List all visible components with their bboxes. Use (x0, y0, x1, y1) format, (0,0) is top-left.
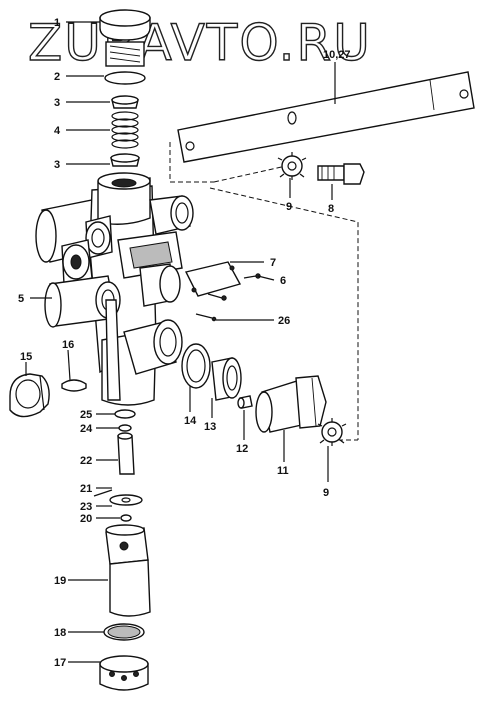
part-23-washer (109, 494, 143, 506)
label-26: 26 (278, 315, 290, 327)
part-5-valve-body (35, 172, 194, 406)
part-20-ring (120, 514, 132, 522)
label-6: 6 (280, 275, 286, 287)
label-20: 20 (80, 513, 92, 525)
part-12-plunger (237, 395, 253, 409)
part-6-screws (207, 273, 261, 301)
leader-16 (67, 349, 71, 381)
part-4-spring (111, 111, 139, 149)
label-12: 12 (236, 443, 248, 455)
label-25: 25 (80, 409, 92, 421)
watermark-text: ZURAVTO.RU (28, 14, 372, 72)
part-1-plug (99, 9, 151, 67)
label-8: 8 (328, 203, 334, 215)
part-25-ring (114, 409, 136, 419)
label-9a: 9 (286, 201, 292, 213)
part-17-end-cap (99, 655, 149, 691)
part-3-spring-seat-lower (110, 153, 140, 167)
part-13-sleeve (211, 357, 242, 401)
label-21: 21 (80, 483, 92, 495)
label-3a: 3 (54, 97, 60, 109)
leader-6 (257, 275, 275, 281)
part-3-spring-seat-upper (111, 95, 139, 109)
part-9-lock-washer-upper (277, 152, 307, 180)
label-16: 16 (62, 339, 74, 351)
label-9b: 9 (323, 487, 329, 499)
label-5: 5 (18, 293, 24, 305)
label-3b: 3 (54, 159, 60, 171)
label-1: 1 (54, 17, 60, 29)
part-11-adjuster (255, 375, 327, 433)
label-19: 19 (54, 575, 66, 587)
part-7-cover-plate (184, 261, 242, 297)
label-14: 14 (184, 415, 197, 427)
label-23: 23 (80, 501, 92, 513)
part-19-valve-insert (105, 524, 151, 617)
label-22: 22 (80, 455, 92, 467)
label-4: 4 (54, 125, 61, 137)
label-18: 18 (54, 627, 66, 639)
part-15-clamp (9, 373, 50, 418)
part-14-gasket (181, 343, 211, 389)
part-16-diaphragm (61, 379, 87, 392)
label-2: 2 (54, 71, 60, 83)
label-15: 15 (20, 351, 32, 363)
part-2-o-ring (104, 71, 146, 85)
part-21-pin (93, 489, 113, 497)
label-11: 11 (277, 465, 289, 477)
label-7: 7 (270, 257, 276, 269)
label-13: 13 (204, 421, 216, 433)
label-24: 24 (80, 423, 93, 435)
part-9-lock-washer-lower (317, 418, 347, 446)
part-18-filter (103, 623, 145, 641)
part-22-rod (117, 432, 135, 475)
part-8-bolt (317, 163, 365, 185)
part-24-washer (118, 424, 132, 432)
part-10-27-bracket (177, 71, 475, 163)
label-17: 17 (54, 657, 66, 669)
part-26-pin (195, 313, 217, 322)
label-10-27: 10,27 (323, 49, 351, 61)
